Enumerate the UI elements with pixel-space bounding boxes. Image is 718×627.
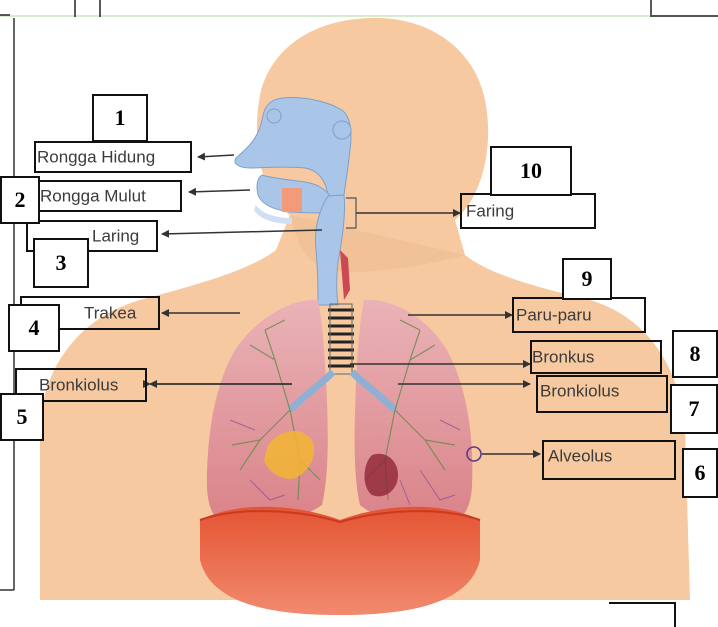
- label-alveolus-text: Alveolus: [548, 448, 612, 465]
- number-box-1: 1: [92, 94, 148, 142]
- label-paru-paru: Paru-paru: [512, 297, 646, 333]
- number-4: 4: [29, 315, 40, 341]
- label-alveolus: Alveolus: [542, 440, 676, 480]
- number-3: 3: [56, 250, 67, 276]
- label-rongga-mulut-text: Rongga Mulut: [40, 188, 146, 205]
- number-1: 1: [115, 105, 126, 131]
- label-rongga-hidung-text: Rongga Hidung: [37, 149, 155, 166]
- label-bronkus: Bronkus: [530, 340, 662, 374]
- number-7: 7: [689, 396, 700, 422]
- label-bronkus-text: Bronkus: [532, 349, 594, 366]
- number-2: 2: [15, 187, 26, 213]
- number-box-3: 3: [33, 238, 89, 288]
- number-box-7: 7: [670, 384, 718, 434]
- label-faring: Faring: [460, 193, 596, 229]
- number-6: 6: [695, 460, 706, 486]
- number-box-8: 8: [672, 330, 718, 378]
- label-paru-paru-text: Paru-paru: [516, 307, 592, 324]
- label-bronkiolus-right-text: Bronkiolus: [540, 382, 619, 399]
- label-trakea-text: Trakea: [84, 305, 136, 322]
- label-bronkiolus-left-text: Bronkiolus: [39, 377, 118, 394]
- number-9: 9: [582, 266, 593, 292]
- number-box-4: 4: [8, 304, 60, 352]
- number-8: 8: [690, 341, 701, 367]
- label-laring-text: Laring: [92, 228, 139, 245]
- label-rongga-hidung: Rongga Hidung: [34, 141, 192, 173]
- number-box-2: 2: [0, 176, 40, 224]
- number-box-6: 6: [682, 448, 718, 498]
- label-faring-text: Faring: [466, 203, 514, 220]
- number-10: 10: [520, 158, 542, 184]
- number-box-5: 5: [0, 393, 44, 441]
- number-5: 5: [17, 404, 28, 430]
- number-box-9: 9: [562, 258, 612, 300]
- diaphragm: [200, 507, 480, 615]
- label-bronkiolus-right: Bronkiolus: [536, 375, 668, 413]
- label-rongga-mulut: Rongga Mulut: [34, 180, 182, 212]
- number-box-10: 10: [490, 146, 572, 196]
